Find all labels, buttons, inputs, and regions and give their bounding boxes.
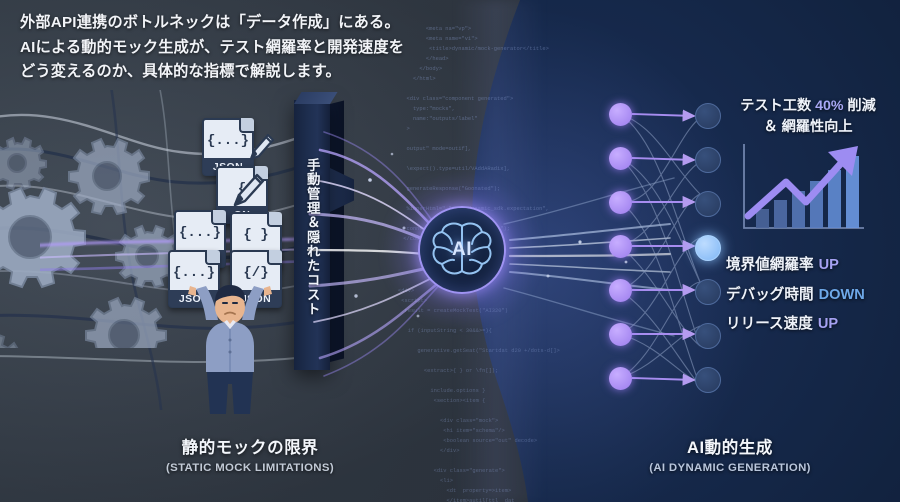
metric-value: UP bbox=[818, 257, 839, 273]
page-fold-icon bbox=[267, 212, 282, 227]
kpi-heading: テスト工数 40% 削減 ＆ 網羅性向上 bbox=[722, 96, 894, 138]
network-node-input bbox=[609, 147, 632, 170]
json-card-glyph: {/} bbox=[243, 265, 269, 281]
metric-value: DOWN bbox=[818, 286, 865, 303]
metric-value: UP bbox=[817, 316, 839, 333]
chart-bar bbox=[774, 200, 787, 228]
neural-network-nodes bbox=[596, 96, 736, 408]
wall-label: 手動管理＆隠れたコスト bbox=[304, 157, 320, 317]
chart-bar bbox=[828, 170, 841, 228]
page-fold-icon bbox=[211, 210, 226, 225]
json-card-glyph: {...} bbox=[172, 265, 215, 281]
manual-cost-wall bbox=[294, 100, 330, 370]
network-node-input bbox=[609, 323, 632, 346]
pencil-icon bbox=[249, 133, 275, 161]
right-caption-jp: AI動的生成 bbox=[686, 439, 774, 457]
network-node-input bbox=[609, 191, 632, 214]
gears-icon bbox=[0, 136, 182, 348]
left-caption-en: (STATIC MOCK LIMITATIONS) bbox=[166, 462, 334, 474]
pencil-icon bbox=[233, 173, 265, 207]
page-fold-icon bbox=[239, 118, 254, 133]
worker-figure bbox=[188, 285, 272, 414]
right-caption: AI動的生成 (AI DYNAMIC GENERATION) bbox=[585, 434, 875, 474]
network-node-input bbox=[609, 279, 632, 302]
network-node-input bbox=[609, 235, 632, 258]
network-node-input bbox=[609, 367, 632, 390]
json-card-glyph: { } bbox=[243, 227, 269, 243]
metric-label: デバッグ時間 bbox=[726, 286, 814, 303]
page-fold-icon bbox=[267, 250, 282, 265]
chart-bar bbox=[756, 209, 769, 228]
left-caption: 静的モックの限界 (STATIC MOCK LIMITATIONS) bbox=[120, 434, 380, 474]
growth-bar-chart bbox=[743, 144, 864, 229]
left-caption-jp: 静的モックの限界 bbox=[181, 439, 319, 457]
chart-bars bbox=[756, 156, 859, 228]
network-node-output bbox=[695, 103, 721, 129]
headline-line-3: どう変えるのか、具体的な指標で解説します。 bbox=[20, 63, 341, 81]
metric-label: 境界値網羅率 bbox=[726, 257, 814, 273]
page-headline: 外部API連携のボトルネックは「データ作成」にある。 AIによる動的モック生成が… bbox=[20, 11, 450, 85]
network-node-output bbox=[695, 279, 721, 305]
network-node-output bbox=[695, 323, 721, 349]
kpi-suffix: 削減 bbox=[843, 98, 876, 114]
wall-top-edge bbox=[294, 92, 338, 104]
json-card-glyph: {...} bbox=[206, 133, 249, 149]
network-node-output-highlighted bbox=[695, 235, 721, 261]
network-node-input bbox=[609, 103, 632, 126]
chart-trend-arrow bbox=[744, 146, 858, 220]
network-node-output bbox=[695, 367, 721, 393]
headline-line-2: AIによる動的モック生成が、テスト網羅率と開発速度を bbox=[20, 38, 405, 56]
right-caption-en: (AI DYNAMIC GENERATION) bbox=[649, 462, 811, 474]
ai-core-label: AI bbox=[452, 239, 472, 260]
json-card-glyph: { bbox=[237, 181, 247, 197]
kpi-subline: ＆ 網羅性向上 bbox=[763, 119, 853, 136]
chart-bar bbox=[846, 156, 859, 228]
headline-line-1: 外部API連携のボトルネックは「データ作成」にある。 bbox=[20, 14, 400, 31]
network-node-output bbox=[695, 147, 721, 173]
metric-label: リリース速度 bbox=[726, 316, 813, 333]
json-card-glyph: {...} bbox=[178, 225, 221, 241]
ai-core: AI bbox=[384, 172, 540, 328]
page-fold-icon bbox=[205, 250, 220, 265]
network-node-output bbox=[695, 191, 721, 217]
brain-icon bbox=[432, 222, 492, 275]
kpi-prefix: テスト工数 bbox=[740, 98, 816, 114]
kpi-percent: 40% bbox=[815, 98, 844, 114]
